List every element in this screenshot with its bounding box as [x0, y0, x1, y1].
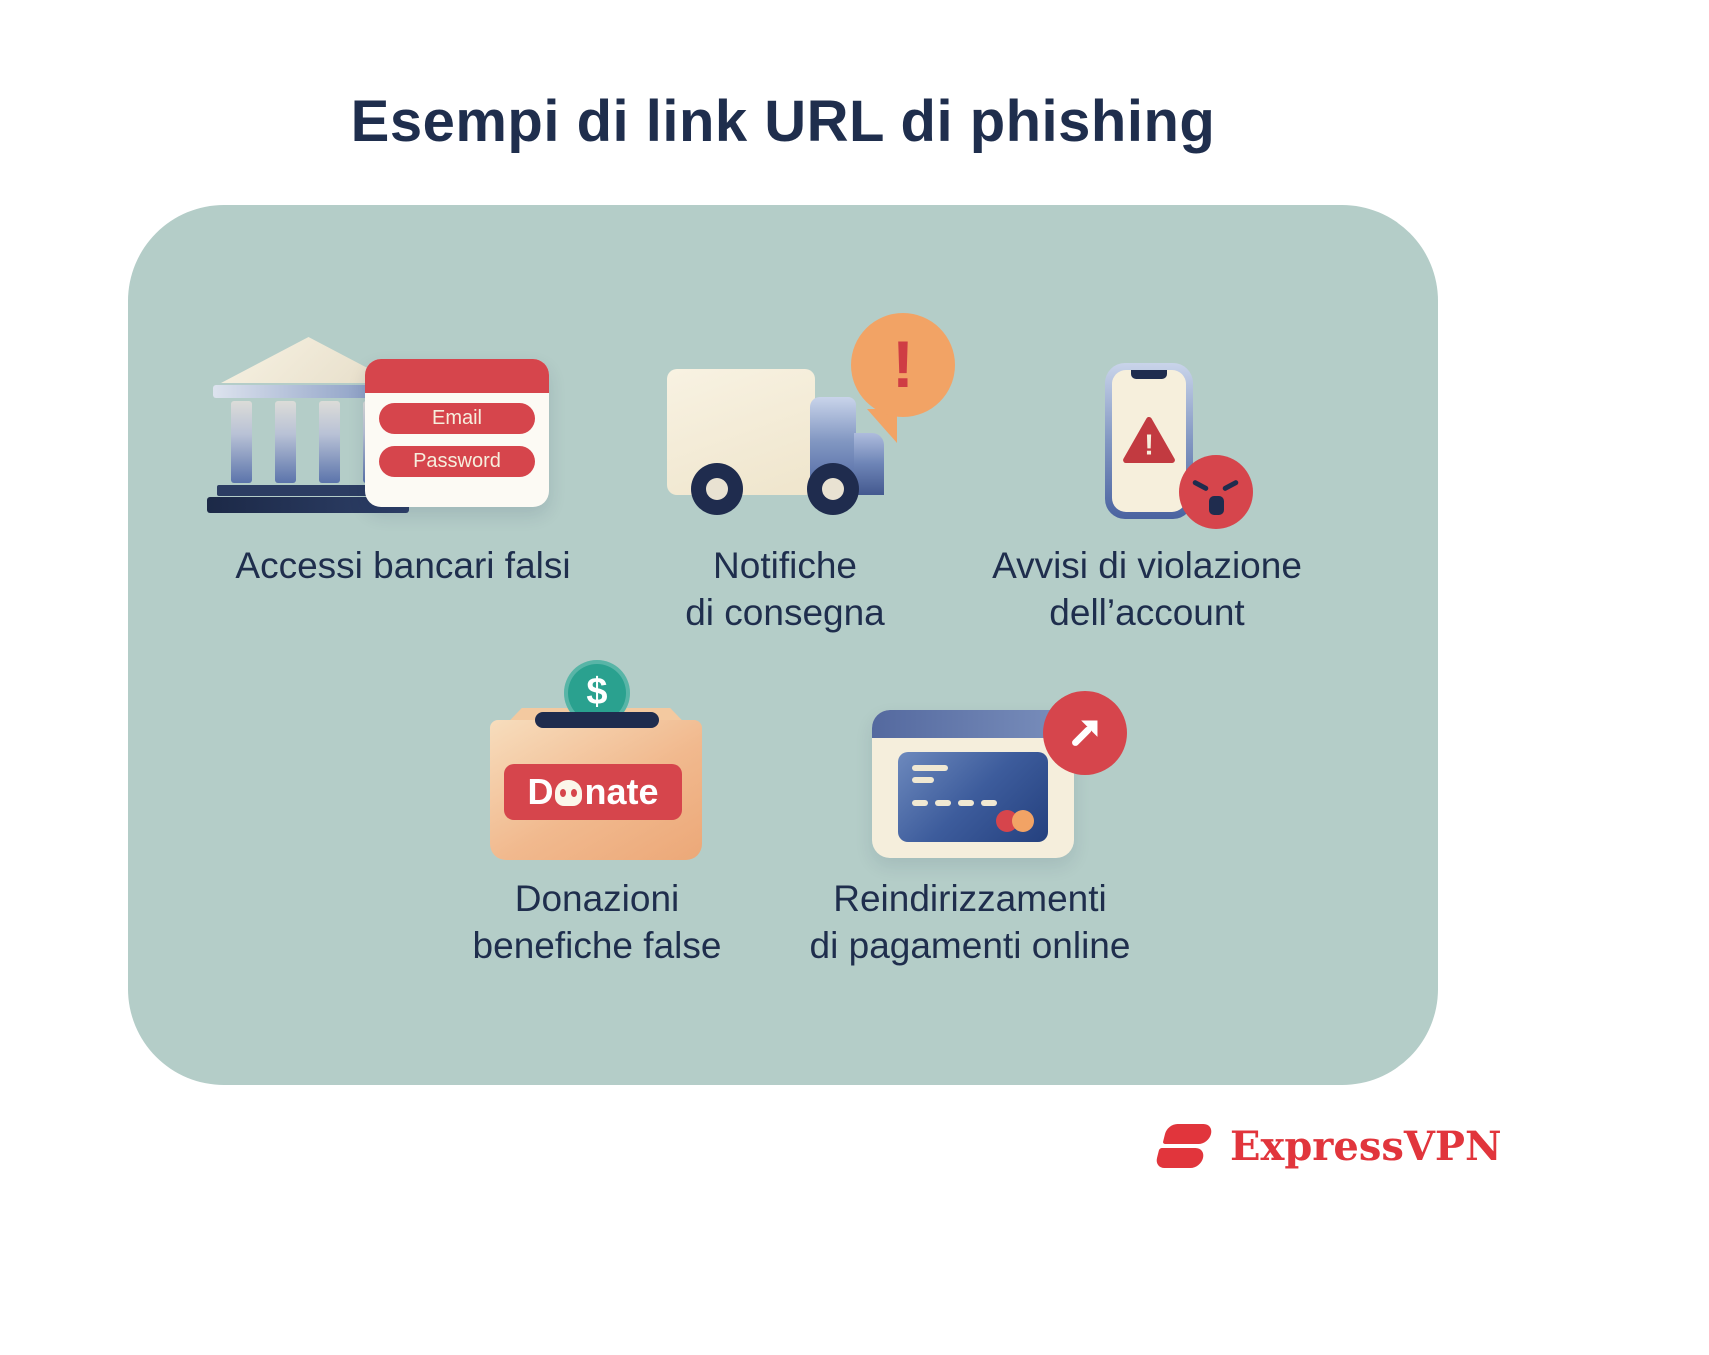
donate-button: D nate	[504, 764, 682, 820]
browser-window	[872, 710, 1074, 858]
email-field: Email	[379, 403, 535, 434]
delivery-truck-icon: !	[605, 313, 965, 527]
expressvpn-icon	[1154, 1122, 1214, 1170]
truck-wheel	[691, 463, 743, 515]
skull-icon	[555, 780, 583, 806]
item-label: Notifiche di consegna	[685, 545, 885, 633]
truck-cab-front	[854, 433, 884, 495]
password-field: Password	[379, 446, 535, 477]
face-eye	[1191, 479, 1210, 492]
card-logo-circle	[1012, 810, 1034, 832]
credit-card-icon	[898, 752, 1048, 842]
item-label: Accessi bancari falsi	[235, 545, 571, 586]
bank-base	[207, 497, 409, 513]
browser-topbar	[872, 710, 1074, 738]
logomark-top-bar	[1162, 1124, 1214, 1144]
warning-exclamation: !	[1144, 429, 1154, 461]
bank-base	[217, 485, 399, 496]
bank-column	[231, 401, 252, 483]
face-mouth	[1209, 496, 1224, 515]
logomark-bottom-bar	[1154, 1148, 1206, 1168]
item-delivery-notifications: ! Notifiche di consegna	[605, 313, 965, 636]
item-fake-charity-donations: $ D nate Donazioni benefiche false	[417, 660, 777, 969]
phone-alert-icon: !	[947, 327, 1347, 529]
bank-architrave	[213, 385, 403, 398]
phone-icon: !	[1105, 363, 1193, 519]
donation-box-slot	[535, 712, 659, 728]
donation-box-icon: $ D nate	[417, 660, 777, 860]
truck-wheel	[807, 463, 859, 515]
item-label: Reindirizzamenti di pagamenti online	[809, 878, 1131, 966]
warning-triangle-icon: !	[1123, 416, 1175, 464]
login-card: Email Password	[365, 359, 549, 507]
wheel-hub	[822, 478, 844, 500]
redirect-arrow-icon	[1072, 720, 1098, 746]
card-dash	[912, 800, 928, 806]
page-title: Esempi di link URL di phishing	[350, 89, 1216, 154]
card-line	[912, 765, 948, 771]
expressvpn-logo: ExpressVPN	[1154, 1122, 1502, 1170]
login-card-header	[365, 359, 549, 393]
item-label: Avvisi di violazione dell’account	[992, 545, 1302, 633]
phone-notch	[1131, 370, 1167, 379]
expressvpn-wordmark: ExpressVPN	[1230, 1122, 1502, 1170]
card-number-dashes	[912, 800, 997, 806]
worried-face-icon	[1179, 455, 1253, 529]
item-label: Donazioni benefiche false	[472, 878, 722, 966]
content-panel: Email Password Accessi bancari falsi	[128, 205, 1438, 1085]
redirect-arrow-badge	[1043, 691, 1127, 775]
phone-screen: !	[1112, 370, 1186, 512]
truck-cargo-box	[667, 369, 815, 495]
wheel-hub	[706, 478, 728, 500]
exclamation-mark: !	[892, 327, 914, 401]
bank-column	[275, 401, 296, 483]
item-payment-redirects: Reindirizzamenti di pagamenti online	[760, 660, 1180, 969]
bank-column	[319, 401, 340, 483]
bank-login-icon: Email Password	[203, 327, 603, 527]
item-fake-bank-logins: Email Password Accessi bancari falsi	[203, 327, 603, 590]
payment-redirect-icon	[760, 660, 1180, 860]
donate-label-start: D	[527, 771, 554, 812]
card-dash	[958, 800, 974, 806]
item-account-breach-alerts: ! Avvisi di violazione dell’account	[947, 327, 1347, 636]
card-line	[912, 777, 934, 783]
alert-bubble-icon: !	[851, 313, 955, 417]
card-dash	[935, 800, 951, 806]
card-dash	[981, 800, 997, 806]
face-eye	[1221, 479, 1240, 492]
donate-label-end: nate	[584, 771, 659, 812]
